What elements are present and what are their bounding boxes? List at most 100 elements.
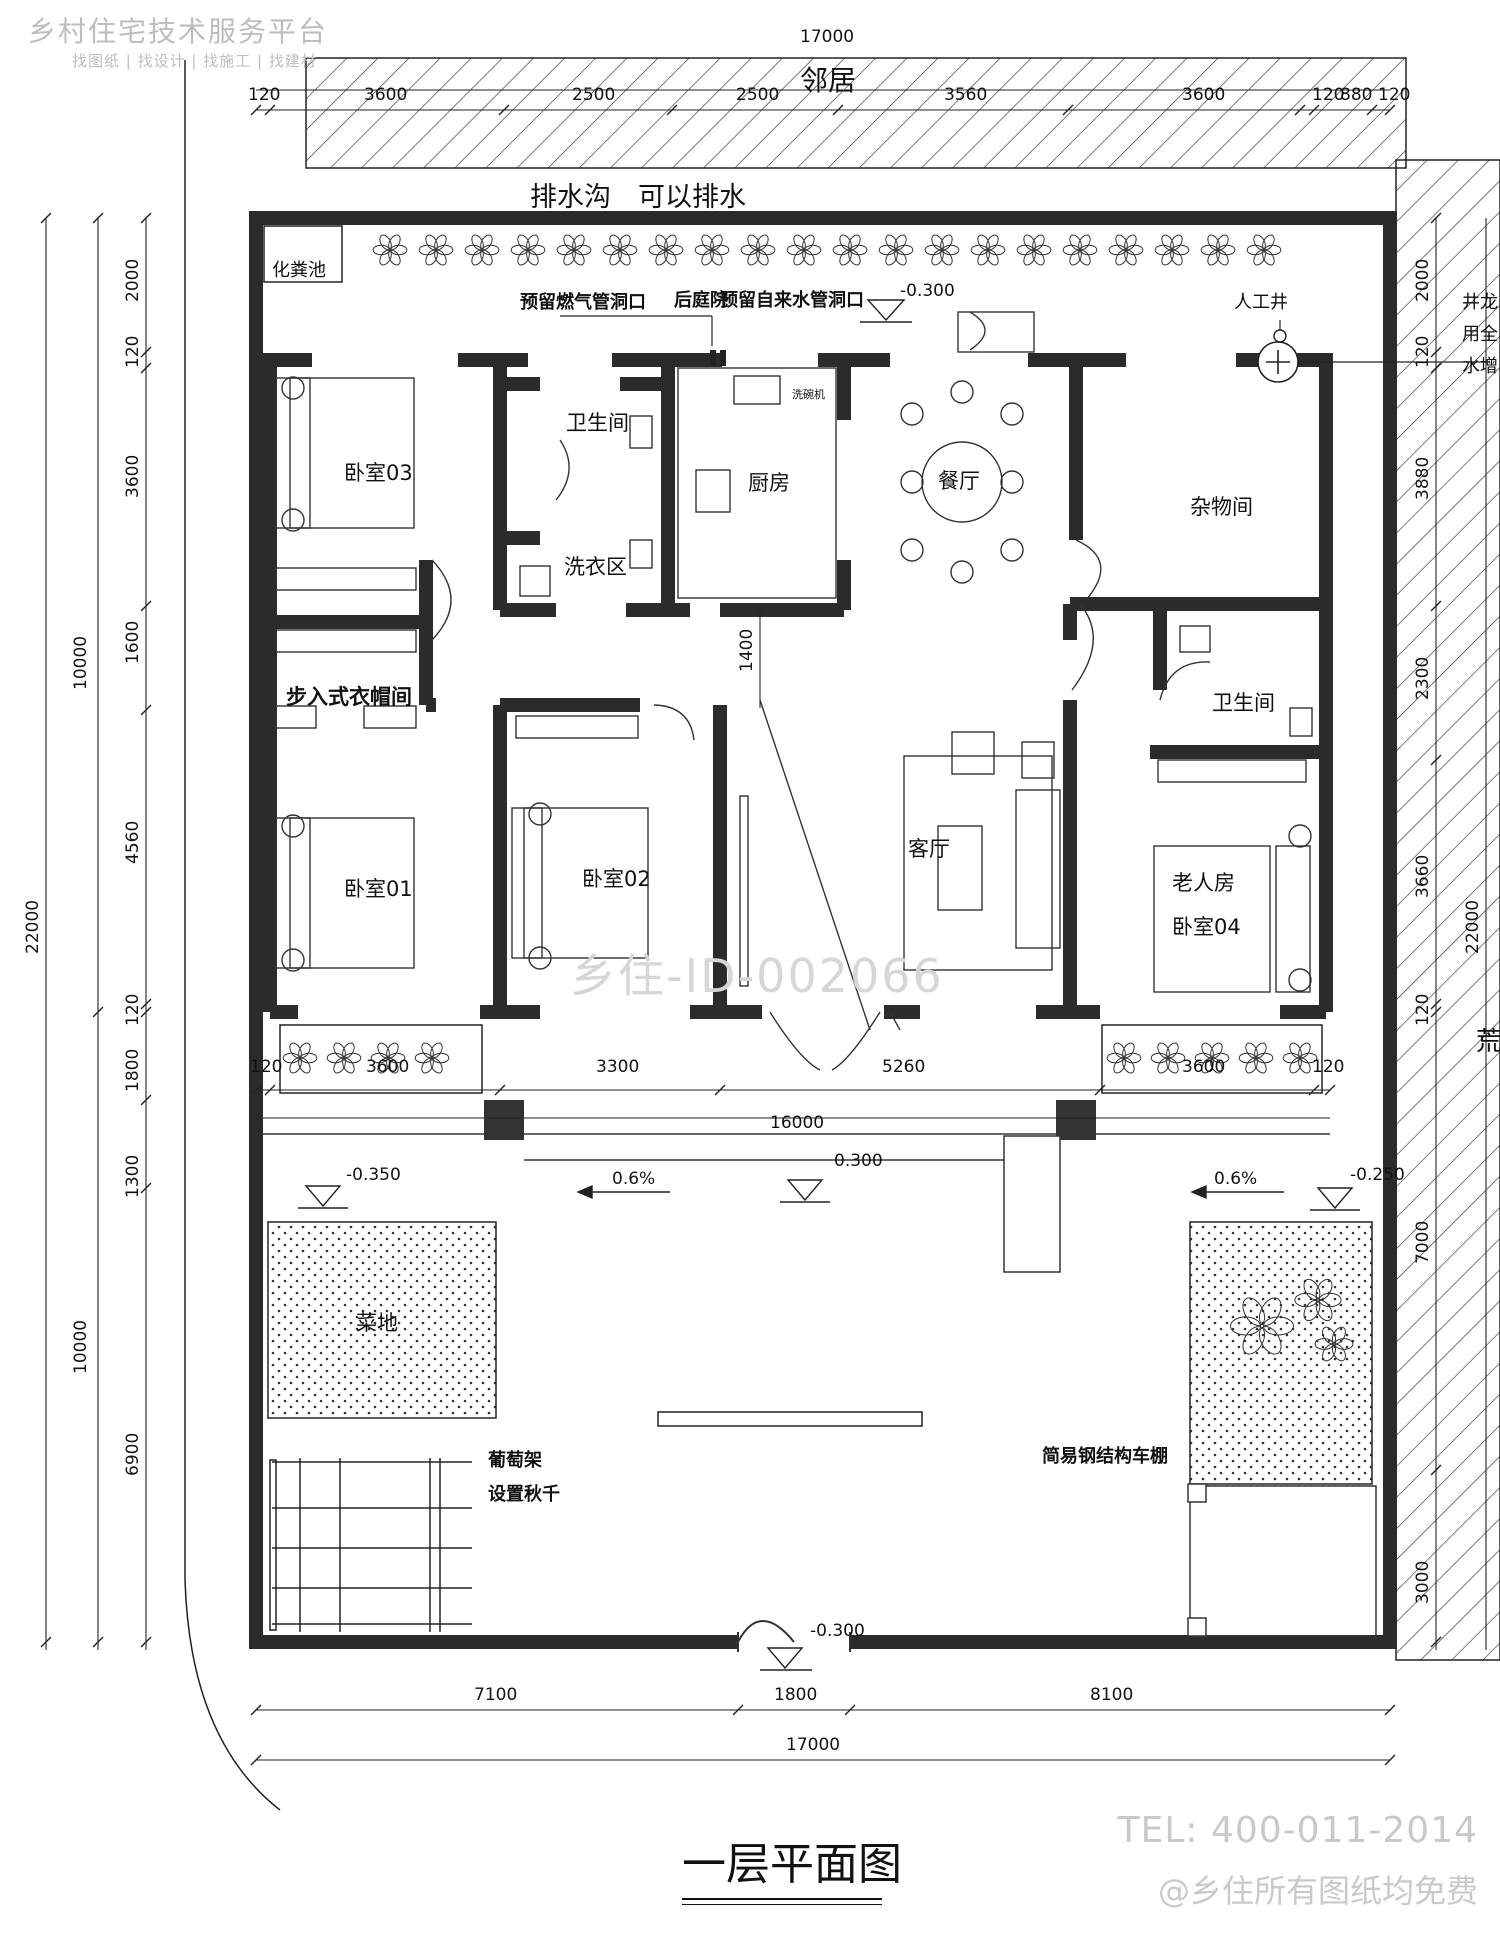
dim-tick [1324,1084,1336,1096]
room-bedroom01: 卧室01 [344,877,413,901]
dim-tick [140,362,152,374]
shrub-icon [878,234,914,266]
neighbor-hatch-north [305,57,1407,169]
level-front-right: -0.250 [1350,1165,1405,1185]
shrub-icon [282,1042,318,1074]
dim-tick [140,1094,152,1106]
dim-tick [140,212,152,224]
dim-porch-4: 5260 [882,1057,925,1077]
dim-tick [1366,104,1378,116]
shrub-icon [740,234,776,266]
dim-porch-1: 120 [250,1057,282,1077]
dim-top-1: 120 [248,85,280,105]
shrub-icon [1106,1042,1142,1074]
dim-tick [250,1754,262,1766]
well-marker [1273,329,1287,343]
dim-tick [40,1636,52,1648]
shrub-icon [970,234,1006,266]
dim-tick [264,1084,276,1096]
dim-tick [1384,104,1396,116]
dim-tick [140,704,152,716]
dim-tick [1094,1084,1106,1096]
grape-trellis-label: 葡萄架 [487,1449,542,1471]
dim-tick [714,1084,726,1096]
dim-bottom-3: 8100 [1090,1685,1133,1705]
septic-label: 化粪池 [272,260,326,281]
dim-right-4: 2300 [1413,657,1433,700]
shrub-icon [694,234,730,266]
site-boundary-curve [184,60,281,1811]
dim-tick [92,1636,104,1648]
room-vegetable-garden: 菜地 [356,1311,398,1335]
dim-house-width: 16000 [770,1113,824,1133]
dim-top-2: 3600 [364,85,407,105]
dim-tick [140,1006,152,1018]
shrub-icon [1108,234,1144,266]
room-bedroom03: 卧室03 [344,461,413,485]
dim-top-3: 2500 [572,85,615,105]
drawing-title: 一层平面图 [682,1839,902,1890]
dim-bottom-2: 1800 [774,1685,817,1705]
dim-left-inner-9: 6900 [123,1433,143,1476]
shrub-icon [464,234,500,266]
well-note-3: 水增 [1462,356,1498,377]
room-bedroom02: 卧室02 [582,867,651,891]
platform-name: 乡村住宅技术服务平台 [28,15,329,48]
footer-free-note: @乡住所有图纸均免费 [1157,1872,1478,1910]
dim-top-total: 17000 [800,27,854,47]
dimension-lines [45,89,1487,1761]
dim-bottom-1: 7100 [474,1685,517,1705]
dim-tick [1384,1704,1396,1716]
shrub-icon [1200,234,1236,266]
dim-tick [1430,754,1442,766]
dim-left-inner-2: 120 [123,336,143,368]
slope-arrows [576,1184,1284,1200]
carport-label: 简易钢结构车棚 [1042,1445,1168,1467]
neighbor-east-label: 荒 [1476,1027,1500,1057]
neighbor-hatch-east [1395,159,1500,1661]
dim-tick [140,600,152,612]
dim-top-4: 2500 [736,85,779,105]
shrub-icon [326,1042,362,1074]
room-elder: 老人房 [1172,871,1235,895]
shrub-icon [414,1042,450,1074]
water-pipe-note: 预留自来水管洞口 [720,289,864,311]
room-kitchen: 厨房 [748,471,790,495]
room-dining: 餐厅 [938,469,980,493]
furniture [275,311,1313,1071]
vegetable-garden [267,1221,497,1419]
dim-corridor: 1400 [737,629,757,672]
dim-top-6: 3600 [1182,85,1225,105]
shrub-icon [556,234,592,266]
dim-right-6: 22000 [1463,900,1483,954]
planting-patch-right [1189,1221,1373,1485]
dim-tick [250,1084,262,1096]
title-underline-1 [682,1898,882,1900]
dim-tick [1308,104,1320,116]
dim-left-inner-4: 1600 [123,621,143,664]
shrub-icon [786,234,822,266]
shrub-icon [1016,234,1052,266]
dishwasher-label: 洗碗机 [792,387,825,401]
dim-left-inner-1: 2000 [123,259,143,302]
dim-tick [92,212,104,224]
dim-tick [1430,600,1442,612]
room-bedroom04: 卧室04 [1172,915,1241,939]
gas-pipe-marker [710,350,716,366]
dim-tick [250,104,262,116]
dim-right-8: 7000 [1413,1221,1433,1264]
well-note-2: 用全 [1462,324,1498,345]
dim-porch-6: 120 [1312,1057,1344,1077]
house-walls [263,353,1333,1019]
dim-right-5: 3660 [1413,855,1433,898]
room-walkin-closet: 步入式衣帽间 [286,685,412,709]
shrub-icon [1282,1042,1318,1074]
dim-right-3: 3880 [1413,457,1433,500]
dim-top-7: 120 [1312,85,1344,105]
grape-trellis [269,1458,472,1632]
dim-top-8: 880 [1340,85,1372,105]
dim-tick [1430,362,1442,374]
carport [1187,1483,1377,1637]
dim-tick [494,1084,506,1096]
dim-tick [1430,1636,1442,1648]
